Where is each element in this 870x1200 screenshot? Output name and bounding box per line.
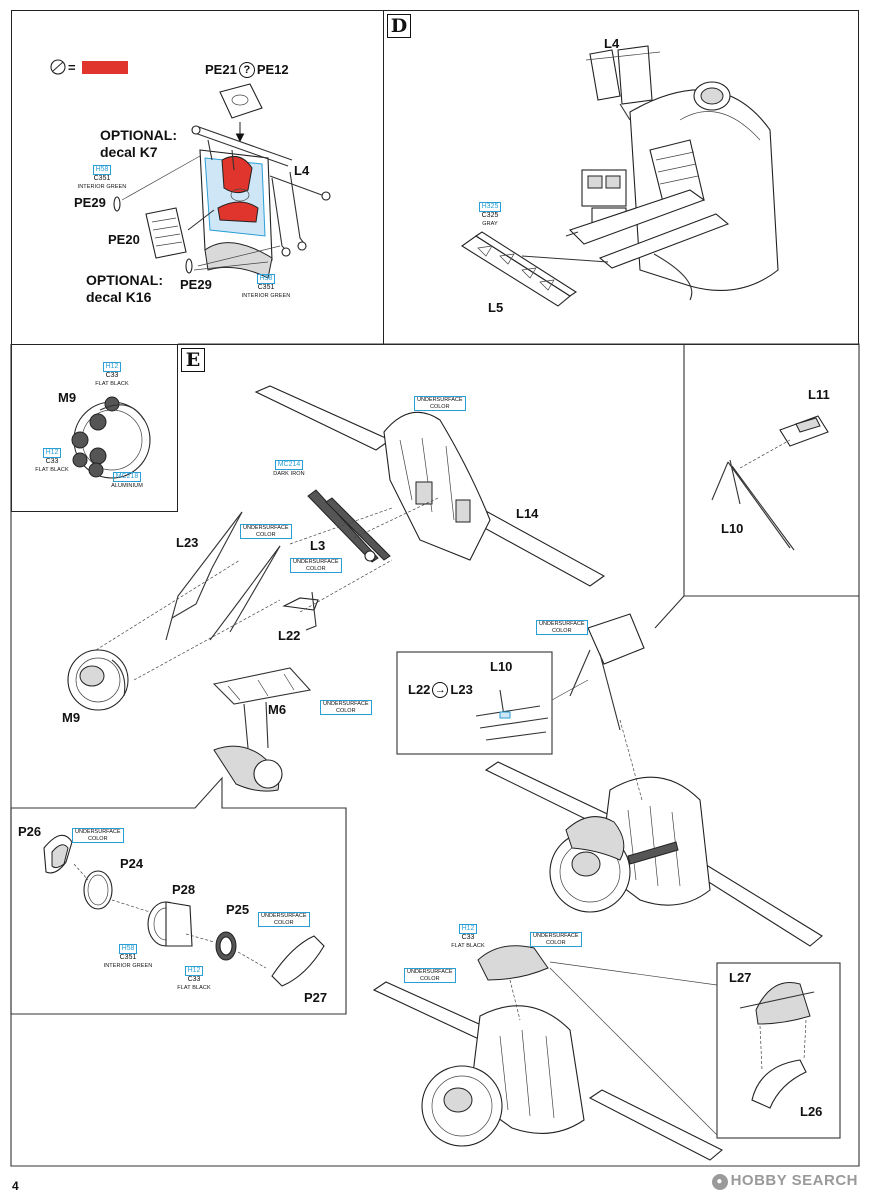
label-l4-left: L4: [294, 163, 310, 178]
inset-label-l22: L22: [408, 682, 431, 697]
label-p26: P26: [18, 824, 42, 839]
label-l11: L11: [808, 387, 830, 402]
assembled-fuselage-bottom: [372, 945, 723, 1161]
seat-assembly-drawing: [50, 59, 331, 279]
l10-l11-drawing: [711, 415, 829, 551]
label-pe21: PE21: [205, 62, 237, 77]
red-paint-swatch: [82, 61, 128, 74]
label-l4-right: L4: [604, 36, 620, 51]
undersurface-label-6: UNDERSURFACE COLOR: [72, 828, 124, 843]
wheel-well-parts-drawing: [43, 834, 325, 987]
label-l27: L27: [729, 970, 752, 985]
label-optional-k7: OPTIONAL: decal K7: [100, 127, 177, 160]
label-p28: P28: [172, 882, 196, 897]
watermark-logo: ●HOBBY SEARCH: [711, 1172, 858, 1190]
undersurface-label-2: UNDERSURFACE COLOR: [240, 524, 292, 539]
cover-parts-drawing: [739, 982, 815, 1109]
assembled-fuselage-mid: [484, 613, 823, 947]
label-p27: P27: [304, 990, 328, 1005]
undersurface-label-8: UNDERSURFACE COLOR: [530, 932, 582, 947]
label-pe29-lower: PE29: [180, 277, 212, 292]
undersurface-label-9: UNDERSURFACE COLOR: [404, 968, 456, 983]
wing-center-drawing: [67, 385, 606, 792]
inset-label-l23: L23: [450, 682, 473, 697]
paint-h58-a: H58 C351 INTERIOR GREEN: [77, 165, 127, 190]
inset-label-l22-l23: L22→L23: [408, 682, 473, 698]
undersurface-label-5: UNDERSURFACE COLOR: [536, 620, 588, 635]
paint-h12-d: H12 C33 FLAT BLACK: [451, 924, 485, 949]
label-p24: P24: [120, 856, 144, 871]
strut-detail-box: [396, 651, 553, 755]
page-number: 4: [12, 1179, 19, 1193]
label-l10: L10: [721, 521, 744, 536]
cover-callout-box: [716, 962, 841, 1139]
join-arrow-icon: →: [432, 682, 449, 698]
undersurface-label-1: UNDERSURFACE COLOR: [414, 396, 466, 411]
label-l3: L3: [310, 538, 326, 553]
inset-label-l10: L10: [490, 659, 513, 674]
strut-detail-drawing: [475, 689, 549, 741]
label-l5: L5: [488, 300, 504, 315]
label-m9-bottom: M9: [62, 710, 81, 725]
label-m9-top: M9: [58, 390, 77, 405]
hobby-search-logo-icon: ●: [711, 1174, 728, 1190]
cockpit-frame-drawing: [461, 45, 779, 307]
wheel-well-callout-box: [10, 776, 347, 1015]
label-optional-k16: OPTIONAL: decal K16: [86, 272, 163, 305]
label-l26: L26: [800, 1104, 823, 1119]
step-e-badge: E: [181, 348, 205, 372]
question-icon: ?: [238, 62, 255, 78]
paint-h12-a: H12 C33 FLAT BLACK: [95, 362, 129, 387]
undersurface-label-4: UNDERSURFACE COLOR: [320, 700, 372, 715]
label-pe29-upper: PE29: [74, 195, 106, 210]
engine-inset-drawing: [71, 396, 151, 479]
step-d-badge: D: [387, 14, 411, 38]
label-pe21-pe12: PE21?PE12: [205, 62, 289, 78]
paint-mc218: MC218 ALUMINIUM: [111, 472, 143, 489]
paint-h325: H325 C325 GRAY: [470, 202, 510, 228]
watermark-text: HOBBY SEARCH: [730, 1172, 858, 1189]
label-pe12: PE12: [256, 62, 289, 77]
paint-h58-b: H58 C351 INTERIOR GREEN: [241, 274, 291, 299]
undersurface-label-3: UNDERSURFACE COLOR: [290, 558, 342, 573]
legend-equals: =: [68, 60, 76, 75]
undersurface-label-7: UNDERSURFACE COLOR: [258, 912, 310, 927]
label-pe20: PE20: [108, 232, 140, 247]
paint-h12-b: H12 C33 FLAT BLACK: [35, 448, 69, 473]
label-p25: P25: [226, 902, 250, 917]
paint-h58-c: H58 C351 INTERIOR GREEN: [103, 944, 153, 969]
paint-h12-c: H12 C33 FLAT BLACK: [177, 966, 211, 991]
label-m6: M6: [268, 702, 287, 717]
paint-mc214: MC214 DARK IRON: [273, 460, 305, 477]
label-l22: L22: [278, 628, 301, 643]
label-l14: L14: [516, 506, 539, 521]
label-l23: L23: [176, 535, 199, 550]
